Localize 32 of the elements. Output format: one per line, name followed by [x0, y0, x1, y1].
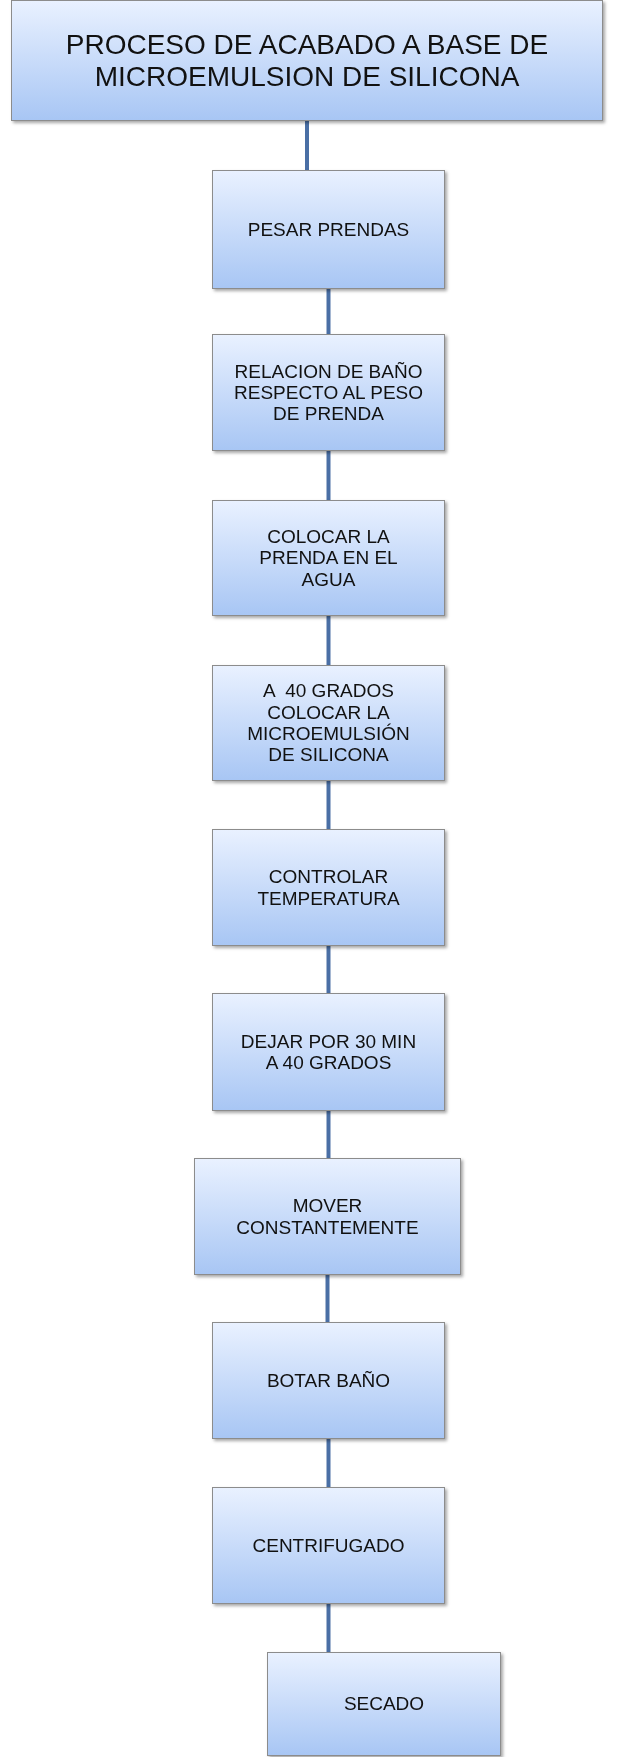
step-text: A 40 GRADOS COLOCAR LA MICROEMULSIÓN DE SILICONA [246, 680, 411, 766]
connector-line [326, 1439, 331, 1487]
step-text: CONTROLAR TEMPERATURA [256, 866, 401, 909]
step-text: PESAR PRENDAS [247, 218, 410, 241]
process-box [212, 500, 445, 616]
process-box [267, 1652, 501, 1756]
process-box [194, 1158, 461, 1275]
process-box [212, 665, 445, 781]
connector-line [326, 616, 331, 665]
process-box [212, 170, 445, 289]
process-box [212, 993, 445, 1111]
connector-line [326, 1604, 331, 1652]
step-text: RELACION DE BAÑO RESPECTO AL PESO DE PRENDA [233, 360, 424, 425]
connector-line [326, 1111, 331, 1158]
step-text: COLOCAR LA PRENDA EN EL AGUA [258, 526, 399, 590]
connector-line [326, 946, 331, 993]
connector-line [325, 1275, 330, 1322]
title-box [11, 0, 603, 121]
process-box [212, 1487, 445, 1604]
connector-line [326, 451, 331, 500]
step-text: MOVER CONSTANTEMENTE [235, 1195, 420, 1238]
step-text: CENTRIFUGADO [252, 1534, 405, 1557]
title-text: PROCESO DE ACABADO A BASE DE MICROEMULSION DE SILICONA [64, 29, 550, 92]
connector-line [305, 121, 309, 170]
step-text: SECADO [343, 1693, 425, 1715]
process-box [212, 334, 445, 451]
connector-line [326, 781, 331, 829]
process-box [212, 1322, 445, 1439]
step-text: BOTAR BAÑO [266, 1369, 391, 1392]
step-text: DEJAR POR 30 MIN A 40 GRADOS [239, 1030, 418, 1074]
connector-line [326, 289, 331, 334]
process-box [212, 829, 445, 946]
